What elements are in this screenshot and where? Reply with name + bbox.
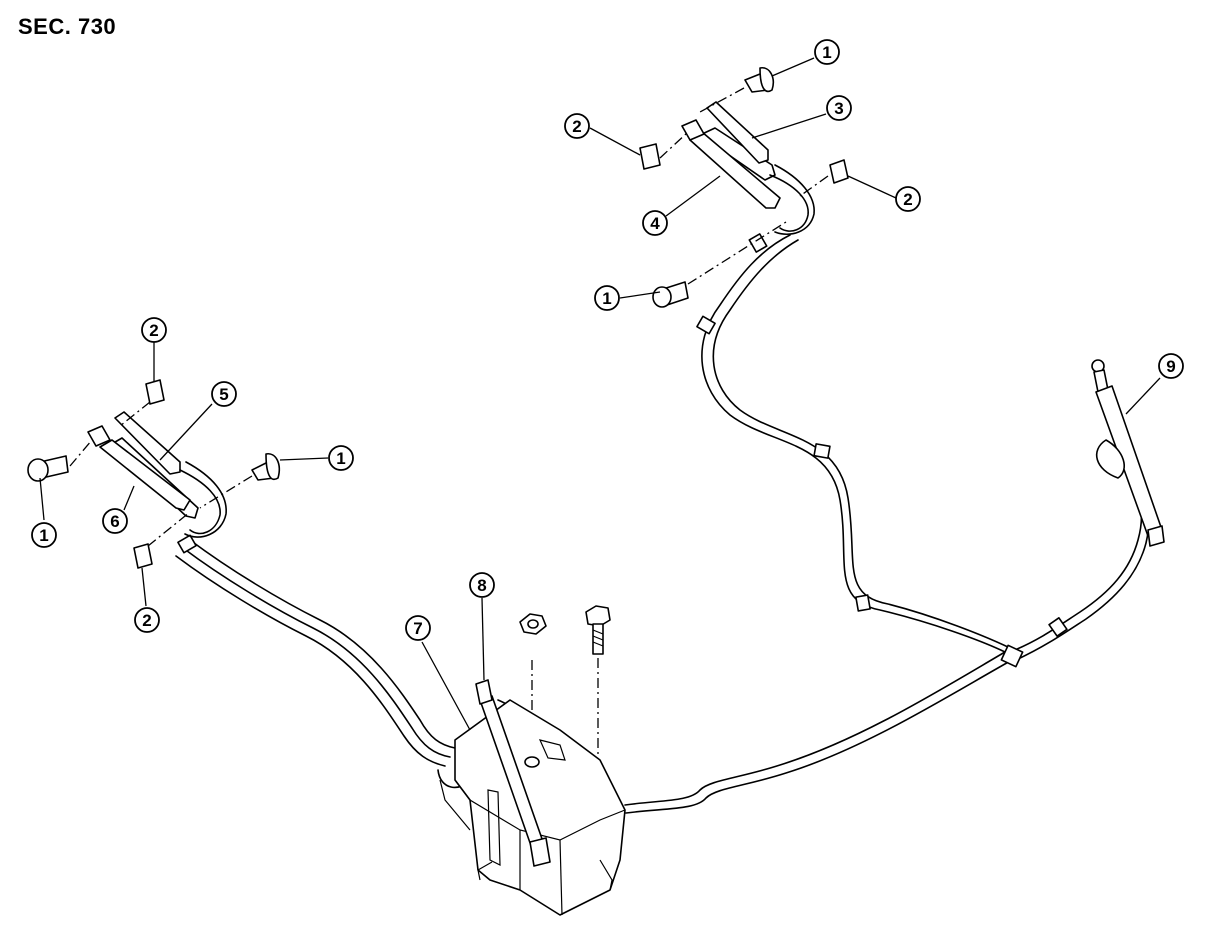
svg-text:8: 8	[477, 576, 486, 595]
clip-2c	[145, 379, 165, 405]
callout-2a: 2	[564, 113, 590, 139]
callout-1d: 1	[31, 522, 57, 548]
leader-lines	[39, 57, 1161, 731]
svg-text:1: 1	[602, 289, 611, 308]
tank-bolt	[585, 605, 611, 655]
front-washer-nozzle-left	[87, 411, 227, 538]
callout-5: 5	[211, 381, 237, 407]
callout-1b: 1	[594, 285, 620, 311]
callout-1c: 1	[328, 445, 354, 471]
washer-tank	[439, 699, 626, 916]
svg-text:1: 1	[39, 526, 48, 545]
callout-2c: 2	[141, 317, 167, 343]
section-label: SEC. 730	[18, 14, 117, 39]
screw-parts	[27, 67, 775, 482]
callout-3: 3	[826, 95, 852, 121]
callout-7: 7	[405, 615, 431, 641]
svg-text:2: 2	[149, 321, 158, 340]
callout-1a: 1	[814, 39, 840, 65]
svg-text:4: 4	[650, 214, 660, 233]
svg-text:9: 9	[1166, 357, 1175, 376]
rear-washer-nozzle	[1091, 359, 1165, 547]
svg-text:2: 2	[903, 190, 912, 209]
callout-8: 8	[469, 572, 495, 598]
callout-9: 9	[1158, 353, 1184, 379]
callout-4: 4	[642, 210, 668, 236]
clip-2d	[133, 543, 153, 569]
clip-parts	[133, 143, 849, 569]
svg-text:5: 5	[219, 385, 228, 404]
svg-text:3: 3	[834, 99, 843, 118]
callout-2b: 2	[895, 186, 921, 212]
callout-2d: 2	[134, 607, 160, 633]
callout-6: 6	[102, 508, 128, 534]
washer-hose-assembly	[175, 233, 1150, 814]
tank-nut	[519, 613, 547, 635]
front-washer-nozzle-right	[681, 101, 815, 236]
clip-2b	[829, 159, 849, 184]
alignment-lines	[69, 87, 829, 800]
svg-text:7: 7	[413, 619, 422, 638]
svg-text:1: 1	[822, 43, 831, 62]
washer-pump	[475, 679, 551, 867]
clip-2a	[639, 143, 661, 170]
svg-text:2: 2	[142, 611, 151, 630]
svg-text:1: 1	[336, 449, 345, 468]
svg-text:2: 2	[572, 117, 581, 136]
svg-text:6: 6	[110, 512, 119, 531]
